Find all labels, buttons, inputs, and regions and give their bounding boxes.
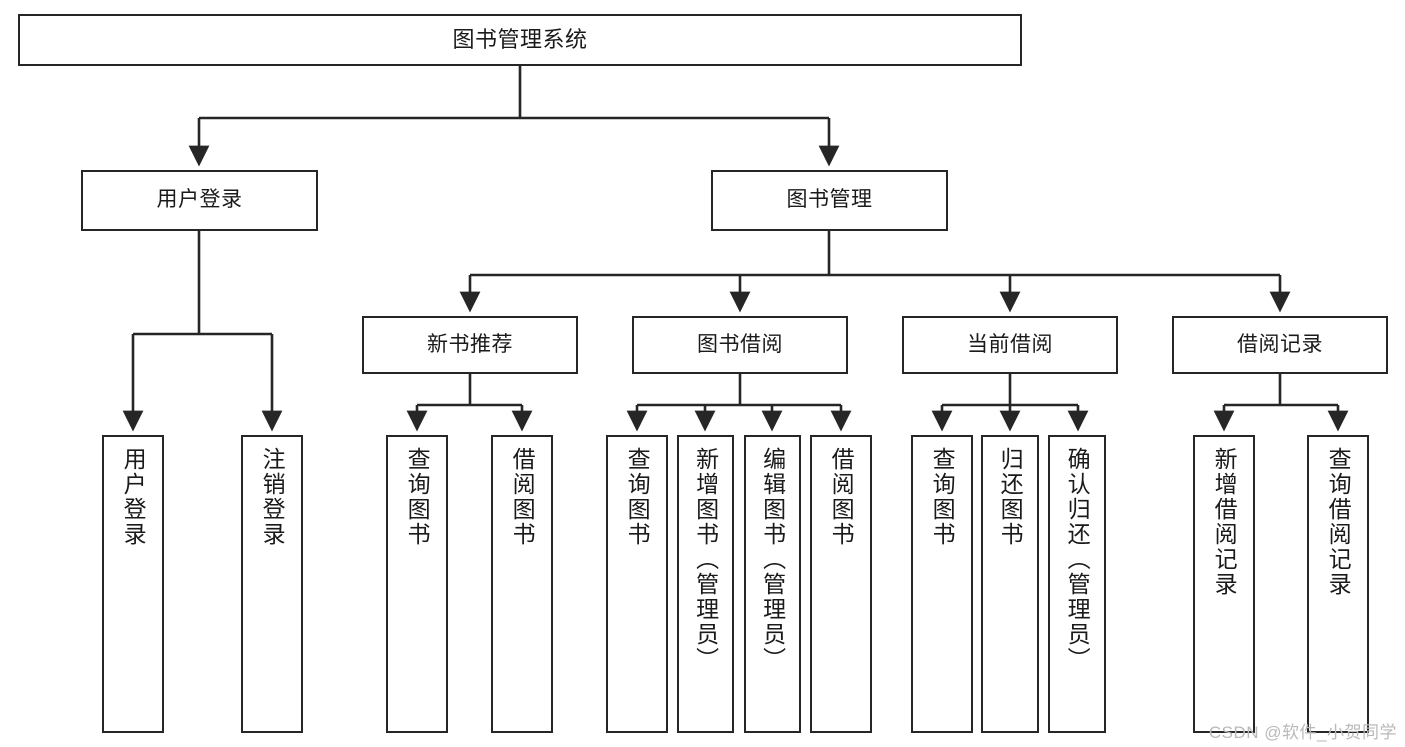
- node-label: 确认归还（管理员）: [1064, 447, 1091, 672]
- node-label: 归还图书: [997, 447, 1024, 547]
- leaf-user-login-login[interactable]: 用户登录: [102, 435, 164, 733]
- node-label: 借阅图书: [509, 447, 536, 547]
- node-borrowing-records[interactable]: 借阅记录: [1172, 316, 1388, 374]
- leaf-current-borrow-confirm-return-admin[interactable]: 确认归还（管理员）: [1048, 435, 1106, 733]
- node-label: 新增借阅记录: [1211, 447, 1238, 597]
- node-current-borrowing[interactable]: 当前借阅: [902, 316, 1118, 374]
- node-label: 编辑图书（管理员）: [759, 447, 786, 672]
- node-label: 图书借阅: [697, 332, 783, 356]
- node-user-login[interactable]: 用户登录: [81, 170, 318, 231]
- node-label: 查询图书: [624, 447, 651, 547]
- node-label: 查询借阅记录: [1325, 447, 1352, 597]
- node-label: 借阅记录: [1237, 332, 1323, 356]
- leaf-new-book-borrow-book[interactable]: 借阅图书: [491, 435, 553, 733]
- node-label: 图书管理: [786, 188, 873, 212]
- leaf-book-borrow-query-book[interactable]: 查询图书: [606, 435, 668, 733]
- leaf-current-borrow-query-book[interactable]: 查询图书: [911, 435, 973, 733]
- node-book-borrowing[interactable]: 图书借阅: [632, 316, 848, 374]
- leaf-borrow-records-add-record[interactable]: 新增借阅记录: [1193, 435, 1255, 733]
- node-root-book-management-system[interactable]: 图书管理系统: [18, 14, 1022, 66]
- node-new-book-recommendation[interactable]: 新书推荐: [362, 316, 578, 374]
- node-label: 用户登录: [120, 447, 147, 547]
- leaf-borrow-records-query-record[interactable]: 查询借阅记录: [1307, 435, 1369, 733]
- node-label: 图书管理系统: [452, 27, 588, 53]
- watermark-text: CSDN @软件_小贺同学: [1208, 723, 1397, 742]
- node-label: 注销登录: [259, 447, 286, 547]
- node-book-management[interactable]: 图书管理: [711, 170, 948, 231]
- leaf-book-borrow-edit-book-admin[interactable]: 编辑图书（管理员）: [744, 435, 801, 733]
- node-label: 新书推荐: [427, 332, 513, 356]
- leaf-current-borrow-return-book[interactable]: 归还图书: [981, 435, 1039, 733]
- node-label: 新增图书（管理员）: [692, 447, 719, 672]
- node-label: 借阅图书: [828, 447, 855, 547]
- leaf-book-borrow-borrow-book[interactable]: 借阅图书: [810, 435, 872, 733]
- node-label: 查询图书: [929, 447, 956, 547]
- leaf-user-login-logout[interactable]: 注销登录: [241, 435, 303, 733]
- leaf-new-book-query-book[interactable]: 查询图书: [386, 435, 448, 733]
- node-label: 用户登录: [156, 188, 243, 212]
- node-label: 当前借阅: [967, 332, 1053, 356]
- leaf-book-borrow-add-book-admin[interactable]: 新增图书（管理员）: [677, 435, 734, 733]
- node-label: 查询图书: [404, 447, 431, 547]
